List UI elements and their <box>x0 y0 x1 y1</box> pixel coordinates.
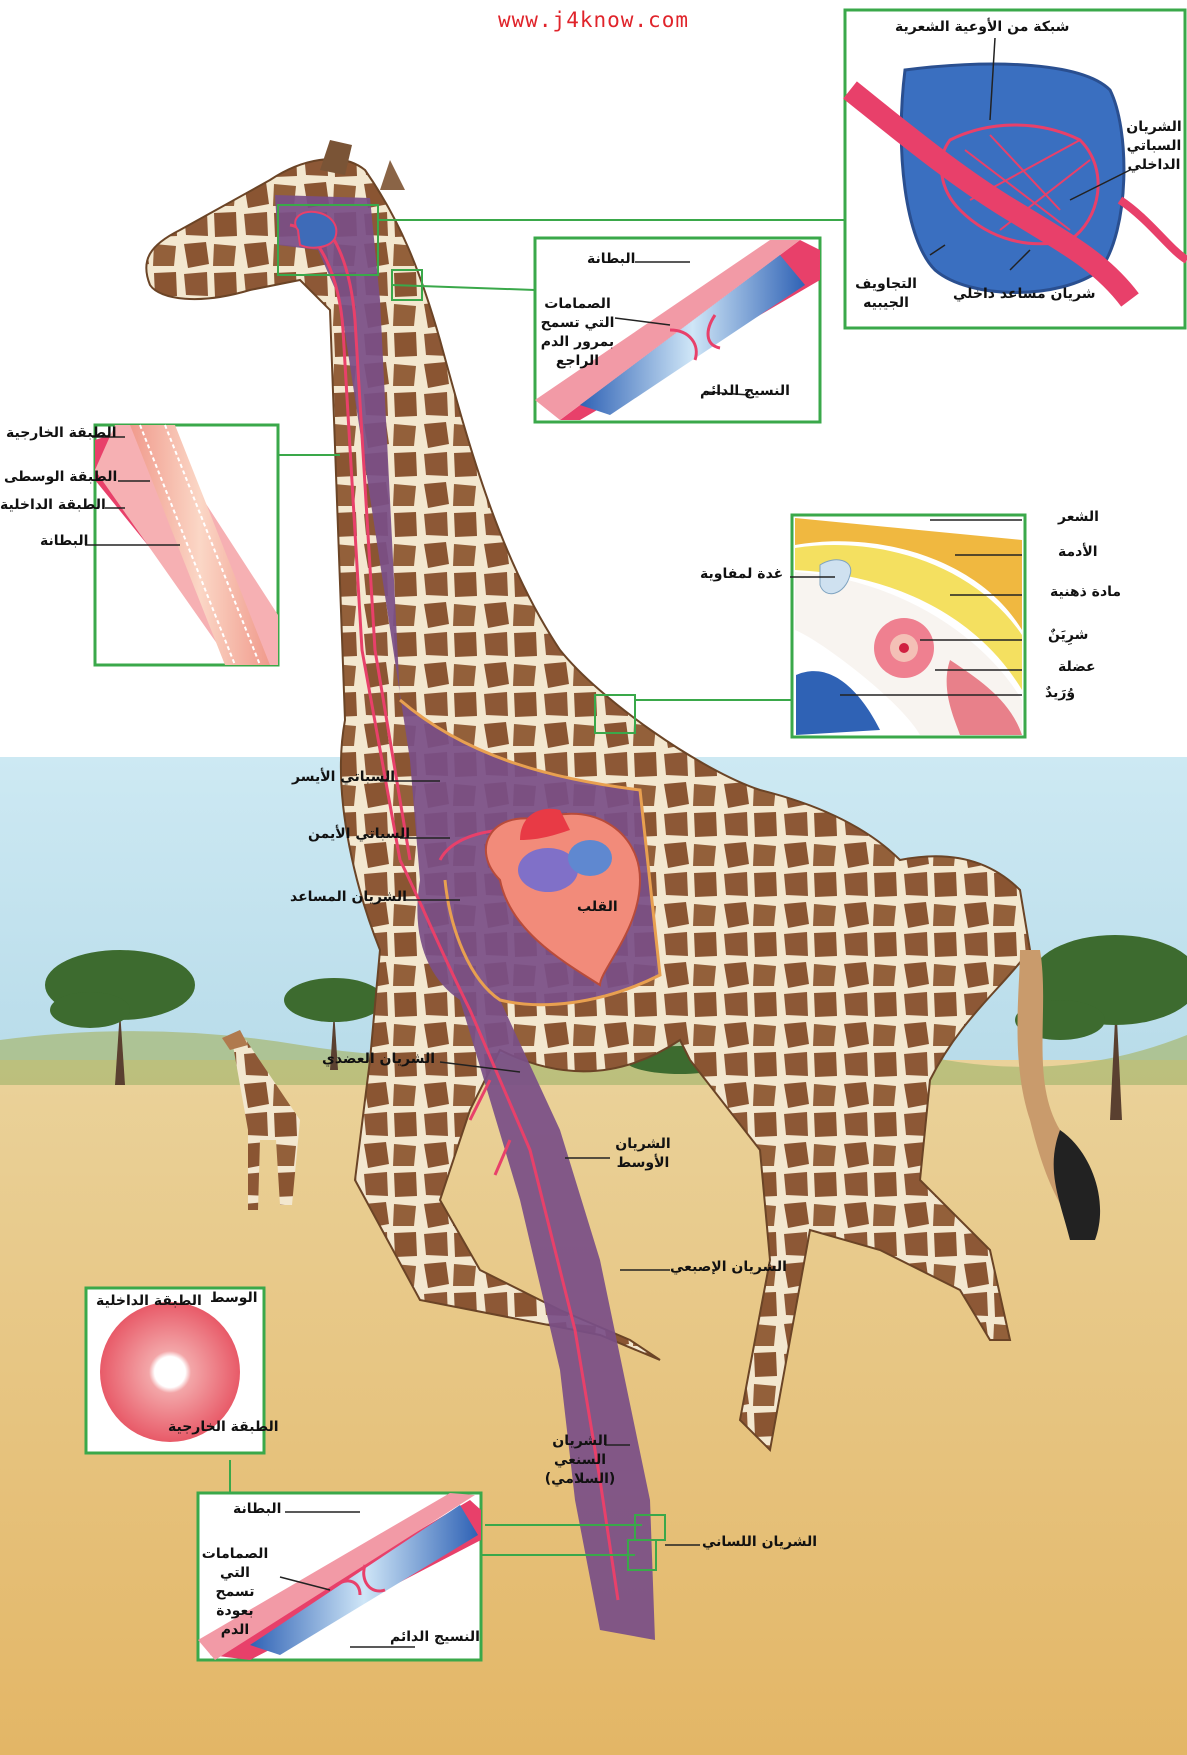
label-skin-hair: الشعر <box>1058 508 1099 527</box>
label-ascending-artery: الشريان المساعد <box>290 888 407 907</box>
label-neck-vein-lining: البطانة <box>587 250 635 269</box>
label-internal-carotid-artery: الشريان السباتي الداخلي <box>1126 118 1182 175</box>
label-skin-artery: شرِيَنٌ <box>1048 626 1088 645</box>
label-leg-vein-lining: البطانة <box>233 1500 281 1519</box>
label-skin-dermis: الأدمة <box>1058 543 1098 562</box>
label-median-artery: الشريان الأوسط <box>615 1135 671 1173</box>
label-digital-artery: الشريان الإصبعي <box>670 1258 787 1277</box>
label-artery-outer-layer: الطبقة الخارجية <box>6 424 117 443</box>
label-skin-muscle: عضلة <box>1058 658 1096 677</box>
label-artery-inner-layer: الطبقة الداخلية <box>0 496 106 515</box>
label-head-capillary-network: شبكة من الأوعية الشعرية <box>895 18 1069 37</box>
label-heart: القلب <box>577 898 618 917</box>
label-leg-valves: الصمامات التي تسمح بعودة الدم <box>200 1545 270 1639</box>
label-left-carotid: السباتي الأيسر <box>292 768 395 787</box>
label-lingual-artery: الشريان اللساني <box>702 1533 817 1552</box>
label-skin-vein: وُرَيدٌ <box>1045 684 1075 703</box>
inset-skin-layers <box>792 515 1025 737</box>
label-internal-ascending-artery: شريان مساعد داخلي <box>953 285 1095 304</box>
label-cross-inner-layer: الطبقة الداخلية <box>96 1292 202 1311</box>
label-neck-valves: الصمامات التي تسمح بمرور الدم الراجع <box>540 295 615 371</box>
label-skin-lymph-gland: غدة لمفاوية <box>700 565 783 584</box>
label-skin-fat: مادة ذهنية <box>1050 583 1121 602</box>
label-right-carotid: السباتي الأيمن <box>308 825 410 844</box>
label-neck-connective-tissue: النسيج الدائم <box>700 382 790 401</box>
label-artery-lining: البطانة <box>40 532 88 551</box>
label-cross-outer-layer: الطبقة الخارجية <box>168 1418 279 1437</box>
label-leg-connective-tissue: النسيج الدائم <box>390 1628 480 1647</box>
label-metacarpal-artery: الشريان السنعي (السلامي) <box>530 1432 630 1489</box>
label-artery-middle-layer: الطبقة الوسطى <box>4 468 117 487</box>
label-cross-middle: الوسط <box>210 1289 258 1308</box>
label-brachial-artery: الشريان العضدي <box>322 1050 435 1069</box>
label-sinus-cavities: التجاويف الجيبيه <box>855 275 917 313</box>
